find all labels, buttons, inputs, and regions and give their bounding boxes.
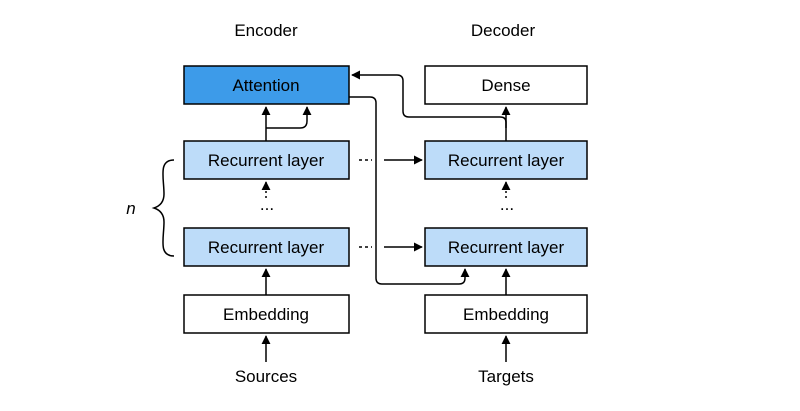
decoder-embedding-block: Embedding: [424, 294, 588, 334]
decoder-heading: Decoder: [471, 21, 536, 40]
encoder-heading: Encoder: [234, 21, 298, 40]
encoder-recurrent-top-label: Recurrent layer: [208, 151, 325, 170]
encoder-recurrent-bottom-label: Recurrent layer: [208, 238, 325, 257]
dense-label: Dense: [481, 76, 530, 95]
encoder-recurrent-layer-top: Recurrent layer: [183, 140, 350, 180]
decoder-embedding-label: Embedding: [463, 305, 549, 324]
encoder-embedding-block: Embedding: [183, 294, 350, 334]
sources-label: Sources: [235, 367, 297, 386]
targets-label: Targets: [478, 367, 534, 386]
repeat-brace: [151, 159, 175, 257]
decoder-recurrent-layer-top: Recurrent layer: [424, 140, 588, 180]
decoder-recurrent-bottom-label: Recurrent layer: [448, 238, 565, 257]
encoder-ellipsis: ...: [260, 195, 274, 214]
decoder-recurrent-layer-bottom: Recurrent layer: [424, 227, 588, 267]
decoder-query-to-attention-arrow: [351, 70, 507, 128]
decoder-ellipsis: ...: [500, 195, 514, 214]
repeat-count-label: n: [126, 199, 135, 218]
encoder-attention-block: Attention: [183, 65, 350, 105]
attention-label: Attention: [232, 76, 299, 95]
decoder-recurrent-top-label: Recurrent layer: [448, 151, 565, 170]
decoder-dense-block: Dense: [424, 65, 588, 105]
attention-context-to-decoder-arrow: [349, 96, 470, 285]
encoder-embedding-label: Embedding: [223, 305, 309, 324]
encoder-recurrent-layer-bottom: Recurrent layer: [183, 227, 350, 267]
recurrent-to-attention-side-arrow: [266, 106, 312, 129]
